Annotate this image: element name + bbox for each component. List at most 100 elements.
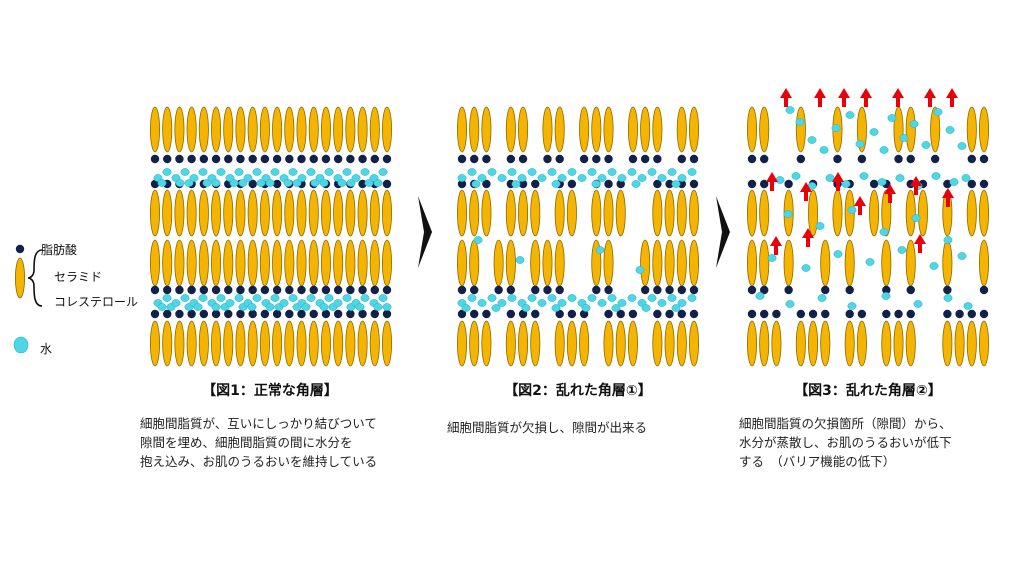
water-molecule [611,304,621,312]
water-molecule [785,300,795,308]
arrow-up-icon [800,182,812,192]
lipid-head [457,285,467,295]
arrow-up-icon [814,88,826,98]
arrow-up-icon [914,185,918,195]
water-molecule [193,303,203,311]
lipid-head [821,285,830,295]
lipid-head [482,309,491,319]
lipid-chain [174,106,185,153]
lipid-chain [296,189,307,237]
lipid-chain [530,189,541,237]
lipid-head [370,154,379,164]
water-molecule [647,168,657,176]
lipid-chain [235,189,246,237]
water-molecule [351,174,361,182]
lipid-chain [652,106,663,153]
lipid-head [506,309,516,319]
lipid-chain [456,106,467,153]
lipid-head [163,309,172,319]
lipid-head [248,285,257,295]
water-molecule [815,222,825,230]
lipid-head [470,285,479,295]
water-molecule [949,178,959,186]
lipid-chain [149,189,160,237]
lipid-head [967,179,976,189]
water-molecule [595,246,605,254]
water-molecule [175,179,185,187]
lipid-head [211,309,221,319]
lipid-chain [198,239,209,287]
lipid-chain [881,320,892,367]
water-molecule [517,174,527,182]
water-molecule [557,299,567,307]
water-molecule [879,146,889,154]
lipid-chain [664,189,675,237]
lipid-chain [235,106,246,153]
lipid-chain [493,239,504,287]
lipid-chain [308,106,319,153]
lipid-head [531,285,540,295]
water-molecule [497,174,507,182]
lipid-chain [235,320,246,367]
lipid-head [333,285,343,295]
lipid-chain [591,189,602,237]
water-molecule [382,303,392,311]
lipid-chain [259,239,270,287]
lipid-head [457,154,467,164]
lipid-chain [469,239,480,287]
water-molecule [198,294,208,302]
lipid-head [555,285,564,295]
water-molecule [211,303,221,311]
lipid-head [199,154,209,164]
water-molecule [306,294,316,302]
water-molecule [943,236,953,244]
water-molecule [865,258,875,266]
lipid-chain [893,106,904,153]
lipid-chain [518,320,529,367]
water-molecule [869,128,879,136]
lipid-chain [357,189,368,237]
lipid-chain [296,106,307,153]
arrow-up-icon [784,97,788,107]
water-molecule [507,168,517,176]
lipid-head [894,154,903,164]
lipid-chain [247,239,258,287]
lipid-chain [979,239,990,287]
lipid-head [833,154,842,164]
water-molecule [252,294,262,302]
lipid-head [285,309,294,319]
lipid-chain [603,106,614,153]
water-molecule [537,174,547,182]
lipid-chain [320,239,331,287]
panel-1-title: 【図1：正常な角層】 [202,383,338,399]
lipid-chain [320,106,331,153]
water-molecule [491,304,501,312]
lipid-chain [259,189,270,237]
arrow-up-icon [942,188,954,198]
water-molecule [607,168,617,176]
water-molecule [467,294,477,302]
lipid-head [677,154,686,164]
water-molecule [819,146,829,154]
lipid-chain [149,320,160,367]
lipid-chain [905,239,916,287]
lipid-chain [856,320,867,367]
lipid-chain [795,320,806,367]
lipid-head [482,154,491,164]
water-molecule [279,299,289,307]
water-molecule [841,180,851,188]
water-molecule [378,168,388,176]
lipid-chain [759,106,770,153]
lipid-chain [345,320,356,367]
lipid-chain [381,106,392,153]
water-molecule [687,168,697,176]
lipid-head [943,285,952,295]
water-molecule [551,180,561,188]
lipid-chain [554,189,565,237]
lipid-chain [808,189,819,237]
lipid-head [163,285,172,295]
lipid-head [616,309,625,319]
water-molecule [597,174,607,182]
lipid-head [470,309,479,319]
